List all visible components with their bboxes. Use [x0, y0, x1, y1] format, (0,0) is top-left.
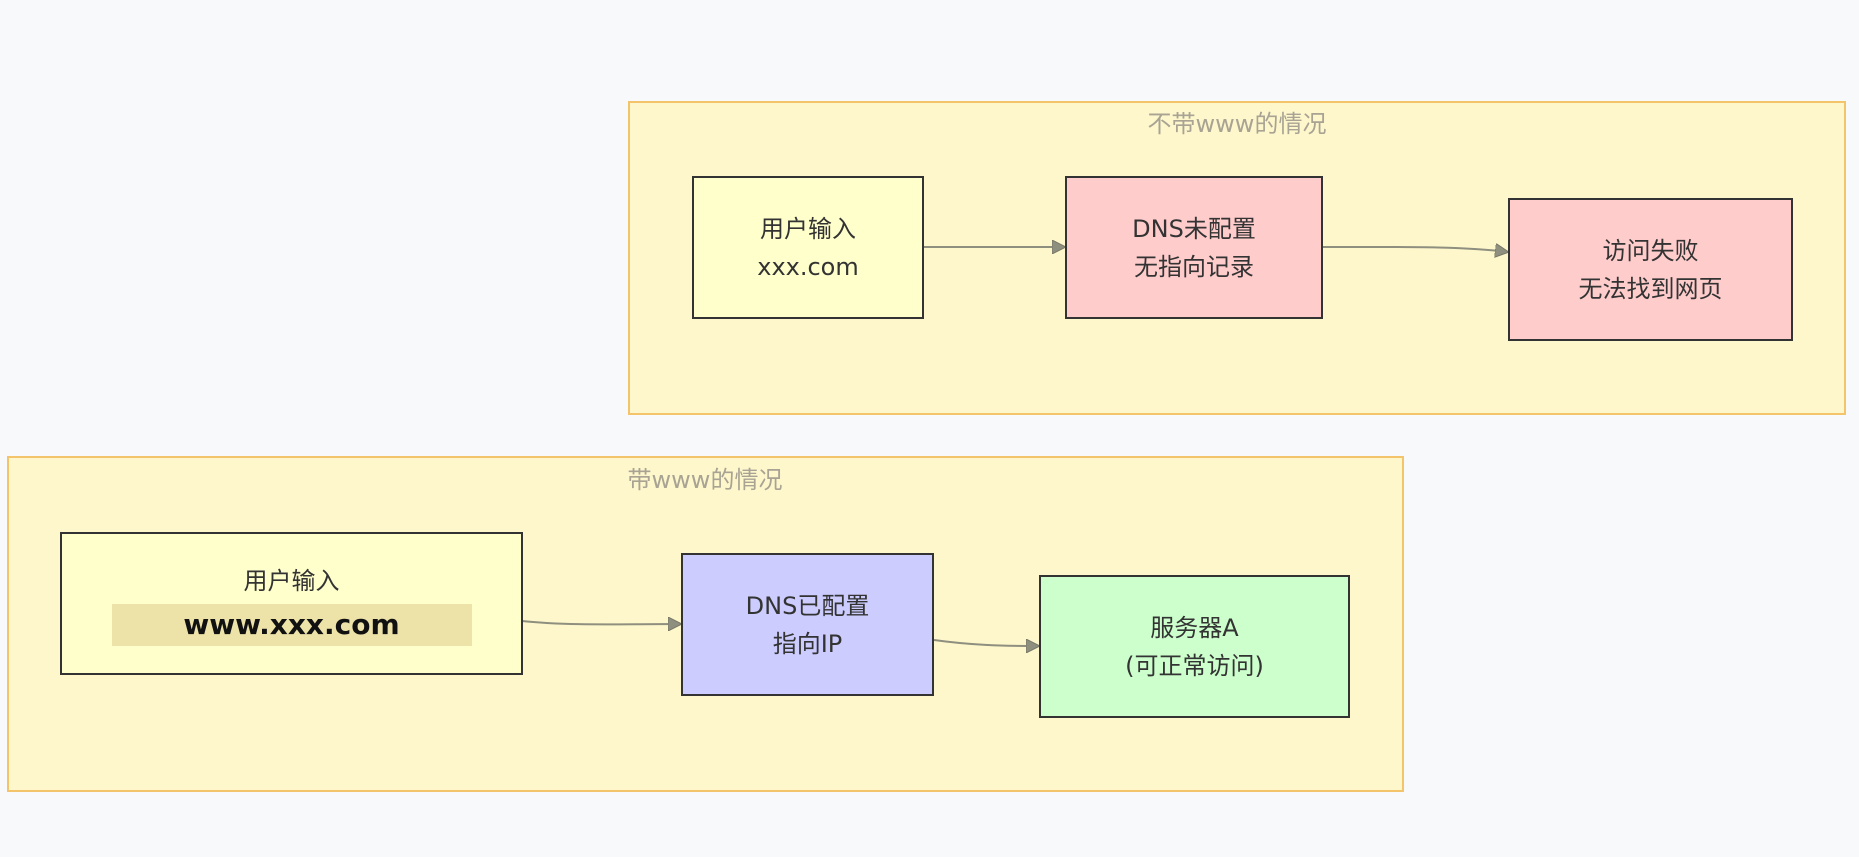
node-user-input-no-www-line1: 用户输入 [760, 214, 856, 243]
node-dns-configured-line1: DNS已配置 [745, 591, 870, 620]
node-access-failed: 访问失败 无法找到网页 [1508, 198, 1793, 341]
node-server-a-line1: 服务器A [1150, 613, 1239, 642]
node-dns-not-configured-line2: 无指向记录 [1134, 252, 1254, 281]
node-user-input-www-domain: www.xxx.com [111, 603, 472, 646]
cluster-with-www-title: 带www的情况 [627, 466, 783, 494]
node-dns-configured-line2: 指向IP [772, 629, 843, 658]
node-user-input-no-www-line2: xxx.com [757, 252, 859, 281]
node-user-input-no-www: 用户输入 xxx.com [692, 176, 924, 319]
node-access-failed-line1: 访问失败 [1602, 236, 1699, 265]
node-access-failed-line2: 无法找到网页 [1578, 274, 1723, 303]
node-user-input-www: 用户输入 www.xxx.com [60, 532, 523, 675]
node-server-a: 服务器A (可正常访问) [1039, 575, 1350, 718]
node-dns-configured: DNS已配置 指向IP [681, 553, 934, 696]
cluster-without-www-title: 不带www的情况 [1147, 110, 1327, 138]
node-server-a-line2: (可正常访问) [1125, 651, 1264, 680]
node-dns-not-configured: DNS未配置 无指向记录 [1065, 176, 1323, 319]
node-user-input-www-line1: 用户输入 [243, 566, 340, 595]
node-dns-not-configured-line1: DNS未配置 [1132, 214, 1256, 243]
